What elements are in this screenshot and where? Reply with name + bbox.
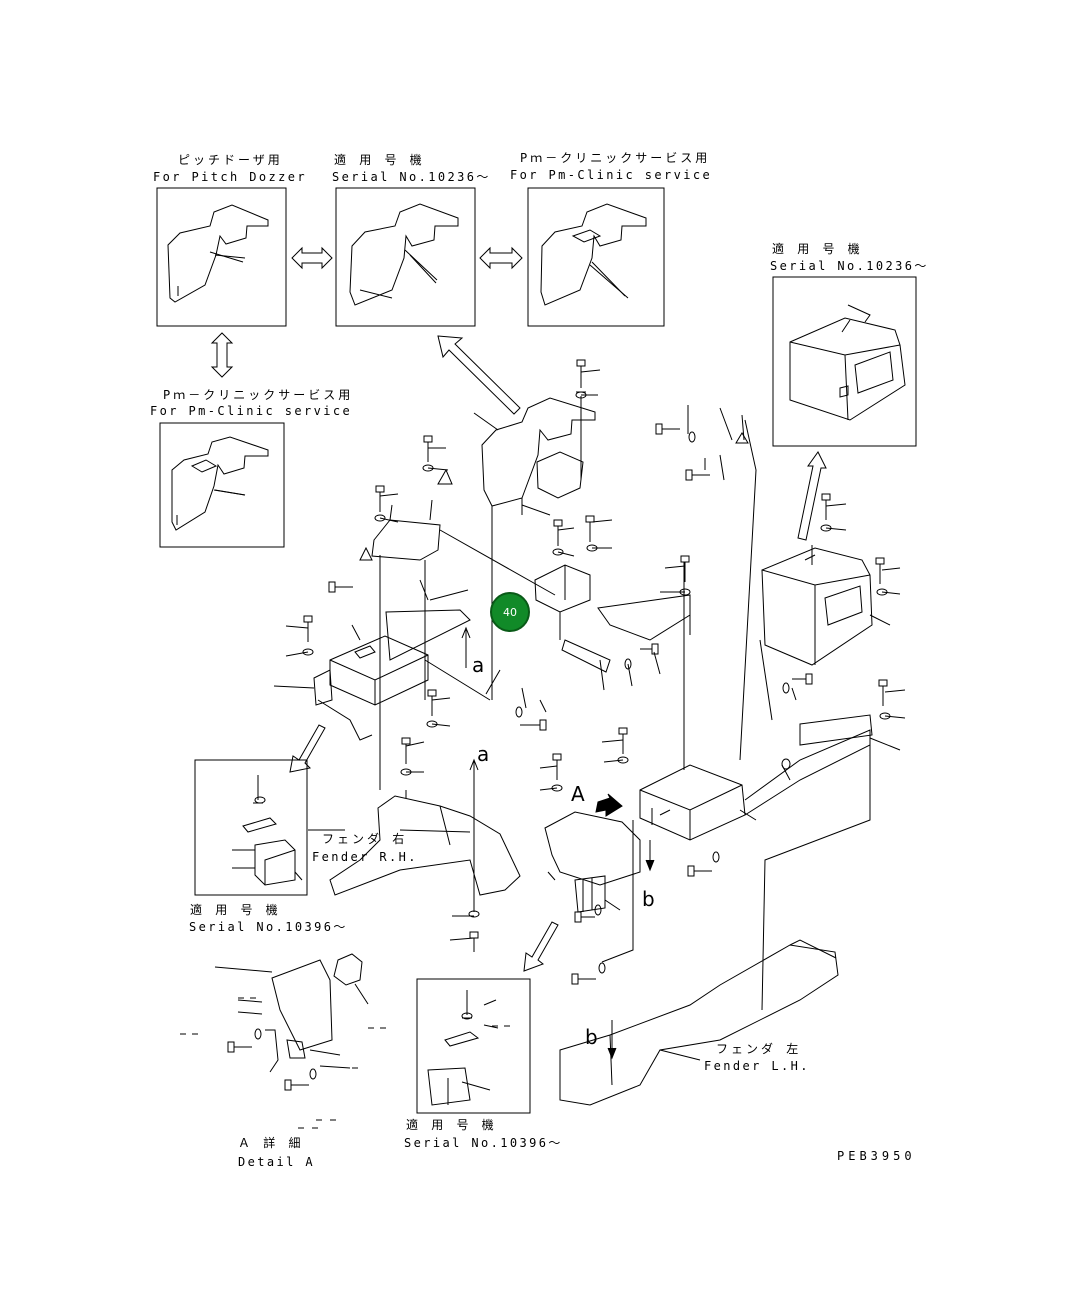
leader-lines (214, 254, 906, 1091)
fender-lh (559, 939, 839, 1106)
item-callout-40[interactable]: 40 (490, 592, 530, 632)
washers (254, 391, 891, 1020)
center-hood-assembly (481, 372, 596, 700)
fender-rh (329, 795, 521, 896)
view-arrows (461, 626, 655, 1060)
double-arrow-vertical (210, 332, 234, 378)
detail-a-label-jp: Ａ 詳 細 (238, 1136, 304, 1150)
detail-a-bracket (265, 953, 363, 1073)
serial-right-label-en: Serial No.10236～ (770, 259, 929, 273)
serial-10396-mid-label-en: Serial No.10396～ (404, 1136, 563, 1150)
fender-rh-label-en: Fender R.H. (312, 850, 418, 864)
fender-lh-label-jp: フェンダ 左 (716, 1042, 802, 1056)
double-arrow-1 (291, 246, 333, 270)
left-battery-box (313, 635, 429, 741)
inset-box-serial-right (772, 276, 917, 447)
inset-box-serial-10396-mid (416, 978, 531, 1114)
double-arrow-2 (479, 246, 523, 270)
pitch-dozzer-label-en: For Pitch Dozzer (153, 170, 307, 184)
pm-clinic-left-label-en: For Pm-Clinic service (150, 404, 353, 418)
serial-10396-mid-label-jp: 適 用 号 機 (406, 1118, 497, 1132)
right-hood-assembly (761, 545, 873, 666)
bolts (303, 359, 888, 952)
inset-box-serial-10236 (335, 187, 476, 327)
fender-rh-label-jp: フェンダ 右 (322, 832, 408, 846)
drawing-code: PEB3950 (837, 1149, 916, 1163)
view-letter-b-upper: b (642, 887, 655, 911)
assembly-lines (379, 419, 871, 1050)
horizontal-bolts (227, 423, 873, 1091)
inset-box-pm-clinic-top (527, 187, 665, 327)
serial-10396-left-label-en: Serial No.10396～ (189, 920, 348, 934)
blank-item-marks (180, 997, 510, 1129)
serial-10396-left-label-jp: 適 用 号 機 (190, 903, 281, 917)
center-step-plate (544, 811, 641, 913)
view-letter-b-lower: b (585, 1025, 598, 1049)
detail-a-label-en: Detail A (238, 1155, 315, 1169)
hollow-arrow-up-right (797, 451, 827, 541)
inset-box-pitch-dozzer (156, 187, 287, 327)
view-letter-a-upper: a (472, 653, 485, 677)
serial-right-label-jp: 適 用 号 機 (772, 242, 863, 256)
pitch-dozzer-label-jp: ピッチドーザ用 (178, 153, 283, 167)
pm-clinic-top-label-en: For Pm-Clinic service (510, 168, 713, 182)
serial-10236-label-en: Serial No.10236～ (332, 170, 491, 184)
serial-10236-label-jp: 適 用 号 機 (334, 153, 425, 167)
hollow-arrow-down-left-2 (523, 921, 559, 972)
hollow-arrow-up-left (437, 335, 521, 415)
inset-box-pm-clinic-left (159, 422, 285, 548)
front-bracket-center (534, 564, 691, 673)
inset-box-serial-10396-left (194, 759, 308, 896)
right-battery-box (639, 729, 871, 841)
left-side-bracket (371, 499, 471, 700)
hollow-arrow-down-left-1 (289, 724, 326, 773)
pm-clinic-left-label-jp: Pｍ－クリニックサービス用 (163, 388, 354, 402)
view-letter-A: A (571, 782, 585, 806)
pm-clinic-top-label-jp: Pｍ－クリニックサービス用 (520, 151, 711, 165)
view-letter-a-lower: a (477, 742, 490, 766)
solid-arrow-A (595, 793, 623, 817)
fender-lh-label-en: Fender L.H. (704, 1059, 810, 1073)
